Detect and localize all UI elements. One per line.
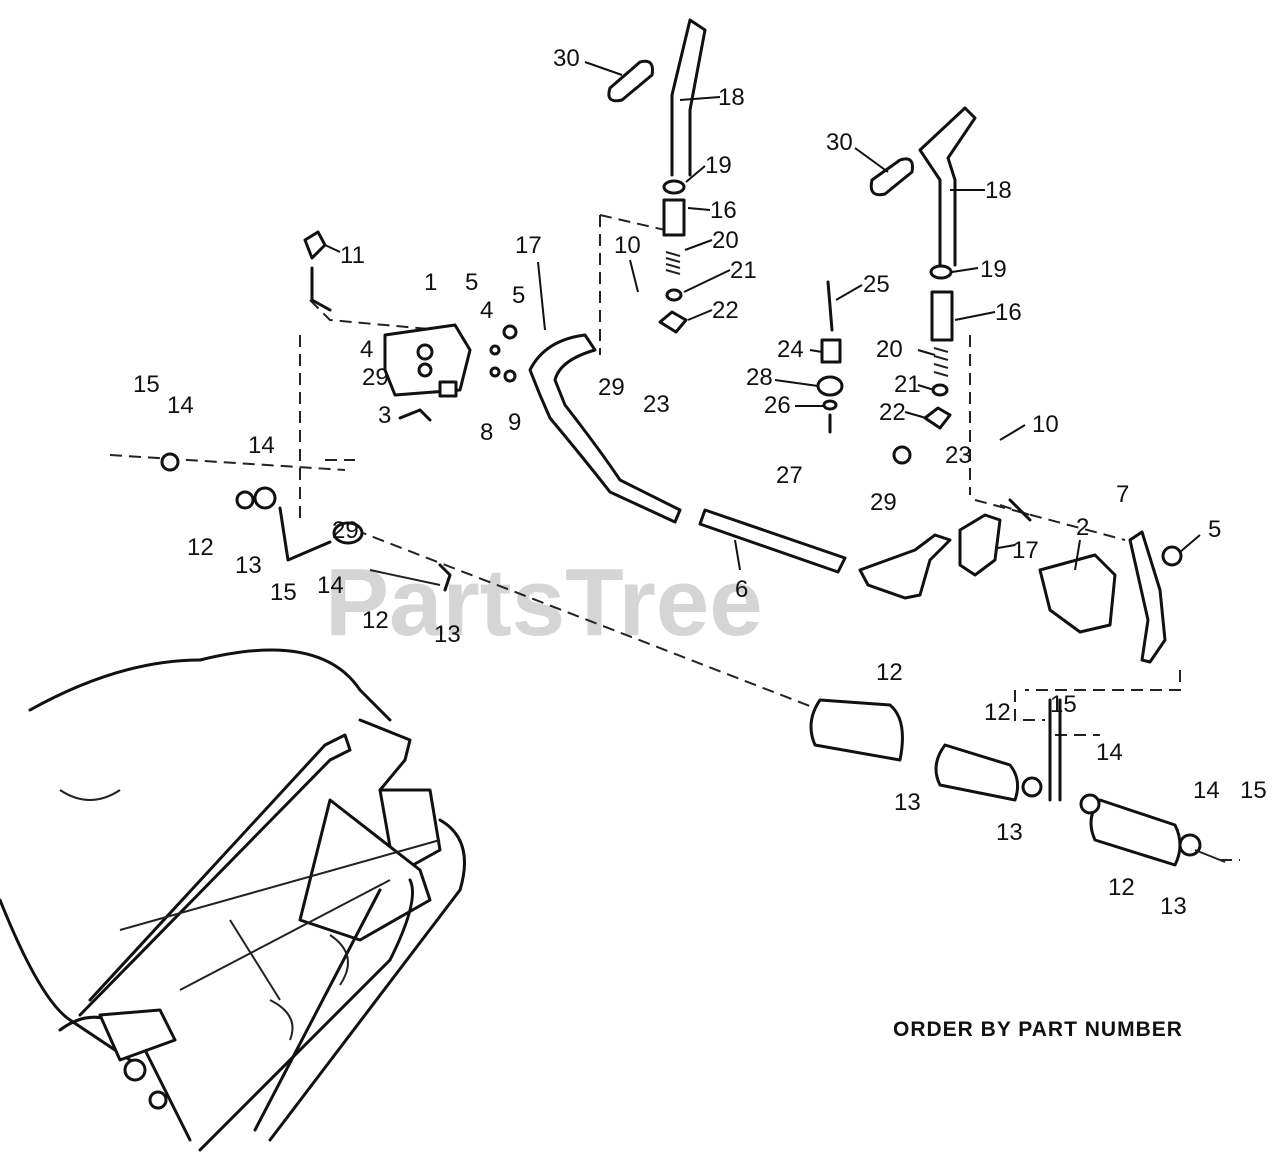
callout-3: 3	[378, 402, 391, 429]
callout-11: 11	[340, 242, 365, 269]
callout-25: 25	[863, 271, 890, 298]
callout-22-right: 22	[879, 399, 906, 426]
leader-lines	[324, 61, 1201, 571]
callout-29-center: 29	[598, 374, 625, 401]
callout-15-right: 15	[1050, 691, 1077, 718]
callout-13-far-left: 13	[235, 552, 262, 579]
callout-15-far-left: 15	[133, 371, 160, 398]
callout-13-right: 13	[996, 819, 1023, 846]
callout-21-right: 21	[894, 371, 921, 398]
callout-24: 24	[777, 336, 804, 363]
callout-13-left: 13	[434, 621, 461, 648]
callout-17-left: 17	[515, 232, 542, 259]
callout-18-left: 18	[718, 84, 745, 111]
callout-19-right: 19	[980, 256, 1007, 283]
callout-5-top: 5	[465, 269, 478, 296]
callout-12-far-left: 12	[187, 534, 214, 561]
callout-29-right: 29	[870, 489, 897, 516]
callout-4-upper: 4	[480, 297, 493, 324]
callout-12-center: 12	[876, 659, 903, 686]
assembly-lines	[109, 214, 1240, 861]
callout-1: 1	[424, 269, 437, 296]
callout-28: 28	[746, 364, 773, 391]
callout-12-far-right: 12	[1108, 874, 1135, 901]
callout-4-left: 4	[360, 336, 373, 363]
callout-29-left: 29	[362, 364, 389, 391]
callout-22-left: 22	[712, 297, 739, 324]
callout-6: 6	[735, 576, 748, 603]
callout-12-left: 12	[362, 607, 389, 634]
callout-5-upper: 5	[512, 282, 525, 309]
callout-19-left: 19	[705, 152, 732, 179]
callout-8: 8	[480, 419, 493, 446]
callout-18-right: 18	[985, 177, 1012, 204]
watermark: PartsTree	[325, 549, 763, 656]
callout-17-right: 17	[1012, 537, 1039, 564]
callout-14-right: 14	[1096, 739, 1123, 766]
callout-10-left: 10	[614, 232, 641, 259]
callout-29-small: 29	[332, 517, 359, 544]
callout-14-far-right: 14	[1193, 777, 1220, 804]
callout-5-right: 5	[1208, 516, 1221, 543]
callout-23-right: 23	[945, 442, 972, 469]
callout-20-left: 20	[712, 227, 739, 254]
callout-14-lower-left: 14	[317, 572, 344, 599]
callout-30-right: 30	[826, 129, 853, 156]
part-drawings	[0, 18, 1226, 1152]
callout-16-right: 16	[995, 299, 1022, 326]
callout-2: 2	[1076, 514, 1089, 541]
callout-30-left: 30	[553, 45, 580, 72]
callout-10-right: 10	[1032, 411, 1059, 438]
order-note: ORDER BY PART NUMBER	[893, 1018, 1183, 1041]
callout-14-far-left: 14	[167, 392, 194, 419]
callout-15-left: 15	[270, 579, 297, 606]
callout-7: 7	[1116, 481, 1129, 508]
callout-13-far-right: 13	[1160, 893, 1187, 920]
callout-27: 27	[776, 462, 803, 489]
callout-12-right: 12	[984, 699, 1011, 726]
callout-9: 9	[508, 409, 521, 436]
callout-21-left: 21	[730, 257, 757, 284]
callout-labels: 30 18 19 16 20 21 22 30 18 19 16 11 1 5 …	[133, 45, 1267, 920]
callout-20-right: 20	[876, 336, 903, 363]
callout-23-left: 23	[643, 391, 670, 418]
callout-26: 26	[764, 392, 791, 419]
callout-14-left: 14	[248, 432, 275, 459]
callout-13-center: 13	[894, 789, 921, 816]
callout-16-left: 16	[710, 197, 737, 224]
callout-15-far-right: 15	[1240, 777, 1267, 804]
